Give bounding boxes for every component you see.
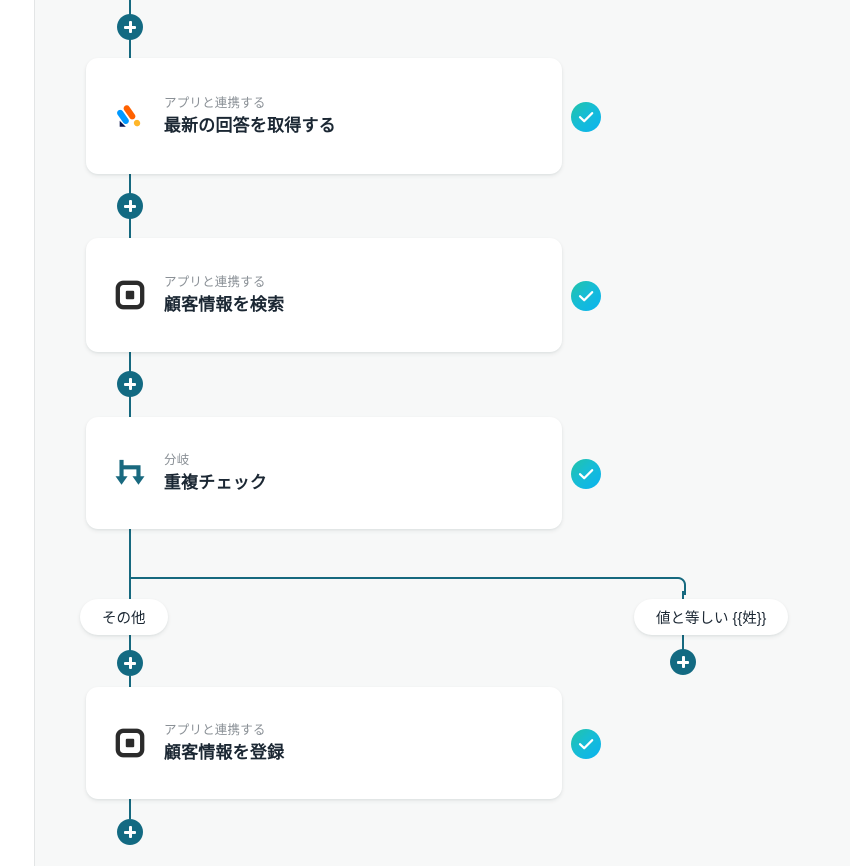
workflow-card-get-latest-response[interactable]: アプリと連携する 最新の回答を取得する bbox=[86, 58, 562, 174]
branch-icon bbox=[108, 457, 152, 489]
add-step-button-after-get-latest-response[interactable] bbox=[117, 193, 143, 219]
card-text-block: 分岐 重複チェック bbox=[164, 451, 267, 495]
square-icon bbox=[108, 280, 152, 310]
connector-line-branch-right-down bbox=[682, 591, 684, 601]
connector-line-plus2-to-card2 bbox=[129, 218, 131, 240]
status-badge-duplicate-check bbox=[571, 459, 601, 489]
branch-label-other[interactable]: その他 bbox=[80, 599, 168, 635]
workflow-canvas[interactable]: アプリと連携する 最新の回答を取得する アプリと連携する 顧客情報を検索 bbox=[36, 0, 850, 866]
connector-line-card3-to-branch bbox=[129, 529, 131, 601]
connector-line-top-to-card1 bbox=[129, 39, 131, 61]
status-badge-register-customer bbox=[571, 729, 601, 759]
connector-line-card2-to-plus3 bbox=[129, 352, 131, 372]
add-step-button-bottom[interactable] bbox=[117, 819, 143, 845]
branch-label-text: その他 bbox=[102, 610, 146, 627]
card-subtitle: アプリと連携する bbox=[164, 274, 266, 289]
add-step-button-after-search-customer[interactable] bbox=[117, 371, 143, 397]
card-title: 顧客情報を登録 bbox=[164, 742, 285, 762]
add-step-button-branch-equals-value[interactable] bbox=[670, 649, 696, 675]
card-text-block: アプリと連携する 顧客情報を登録 bbox=[164, 721, 284, 765]
card-text-block: アプリと連携する 顧客情報を検索 bbox=[164, 273, 284, 317]
status-badge-search-customer bbox=[571, 281, 601, 311]
connector-line-top bbox=[129, 0, 131, 16]
card-subtitle: 分岐 bbox=[164, 452, 190, 467]
connector-line-right-pill-to-plus bbox=[682, 634, 684, 650]
workflow-card-register-customer[interactable]: アプリと連携する 顧客情報を登録 bbox=[86, 687, 562, 799]
left-rail bbox=[0, 0, 35, 866]
card-title: 最新の回答を取得する bbox=[164, 115, 336, 135]
card-title: 重複チェック bbox=[164, 472, 268, 492]
card-subtitle: アプリと連携する bbox=[164, 722, 266, 737]
card-text-block: アプリと連携する 最新の回答を取得する bbox=[164, 94, 336, 138]
connector-line-branch-horizontal bbox=[129, 577, 676, 579]
add-step-button-top[interactable] bbox=[117, 14, 143, 40]
connector-line-card4-to-bottom-plus bbox=[129, 799, 131, 819]
card-subtitle: アプリと連携する bbox=[164, 95, 266, 110]
branch-label-text: 値と等しい {{姓}} bbox=[656, 610, 767, 627]
connector-corner-branch-right bbox=[668, 577, 686, 595]
status-badge-get-latest-response bbox=[571, 102, 601, 132]
workflow-card-duplicate-check[interactable]: 分岐 重複チェック bbox=[86, 417, 562, 529]
square-icon bbox=[108, 728, 152, 758]
connector-line-plus3-to-card3 bbox=[129, 396, 131, 418]
jotform-icon bbox=[108, 101, 152, 131]
connector-line-card1-to-plus2 bbox=[129, 174, 131, 195]
card-title: 顧客情報を検索 bbox=[164, 294, 285, 314]
connector-line-left-pill-to-plus bbox=[129, 634, 131, 651]
connector-line-plus-to-card4 bbox=[129, 676, 131, 688]
add-step-button-branch-other[interactable] bbox=[117, 650, 143, 676]
branch-label-equals-value[interactable]: 値と等しい {{姓}} bbox=[634, 599, 789, 635]
workflow-card-search-customer[interactable]: アプリと連携する 顧客情報を検索 bbox=[86, 238, 562, 352]
